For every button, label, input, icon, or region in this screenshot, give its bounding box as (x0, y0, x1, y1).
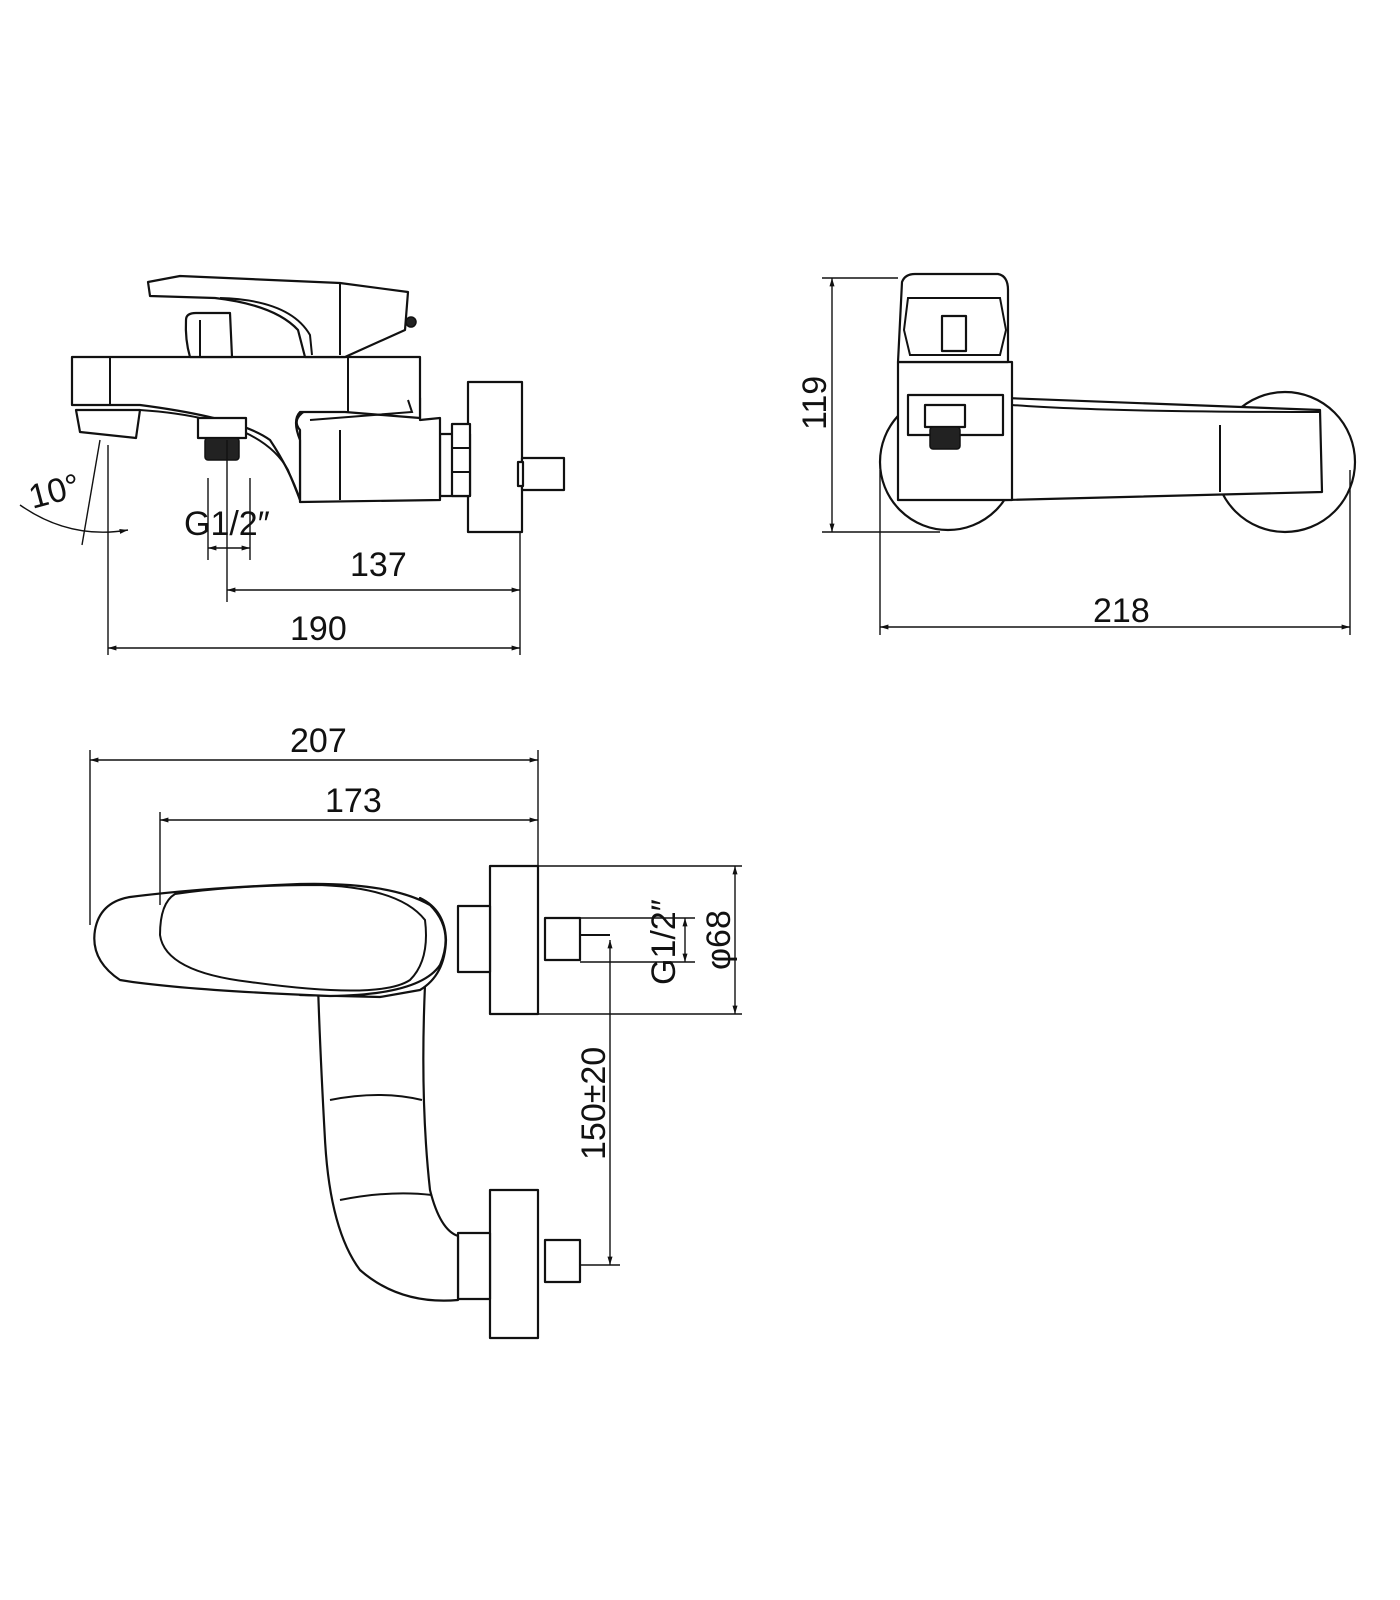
front-view: 10° G1/2″ 137 190 (19, 274, 566, 655)
faucet-body-side (896, 272, 1014, 502)
angle-label: 10° (25, 467, 85, 517)
dim-173: 173 (325, 782, 382, 820)
dim-137: 137 (350, 546, 407, 584)
side-view: 119 218 (796, 272, 1357, 635)
diverter-knob (184, 311, 234, 359)
dim-150-20: 150±20 (575, 1047, 613, 1160)
lever-handle-top (93, 882, 448, 999)
top-view: 207 173 G1/2″ φ68 150±20 (89, 722, 742, 1340)
dim-190: 190 (290, 610, 347, 648)
faucet-body (70, 355, 442, 504)
dimensions-top: 207 173 G1/2″ φ68 150±20 (89, 722, 742, 1266)
dim-diameter-68: φ68 (700, 910, 738, 970)
lever-handle (146, 274, 417, 359)
wall-plate (466, 380, 566, 534)
lower-wall-plate (456, 1188, 582, 1340)
dimensions-side: 119 218 (796, 277, 1351, 635)
dim-207: 207 (290, 722, 347, 760)
spout-body (316, 983, 460, 1302)
spout-outlet (74, 408, 248, 461)
spout (1003, 396, 1324, 502)
thread-label: G1/2″ (184, 505, 270, 543)
connector (438, 422, 472, 498)
dim-218: 218 (1093, 592, 1150, 630)
dim-119: 119 (796, 376, 834, 430)
thread-label-top: G1/2″ (645, 899, 683, 985)
upper-wall-plate (456, 864, 610, 1016)
